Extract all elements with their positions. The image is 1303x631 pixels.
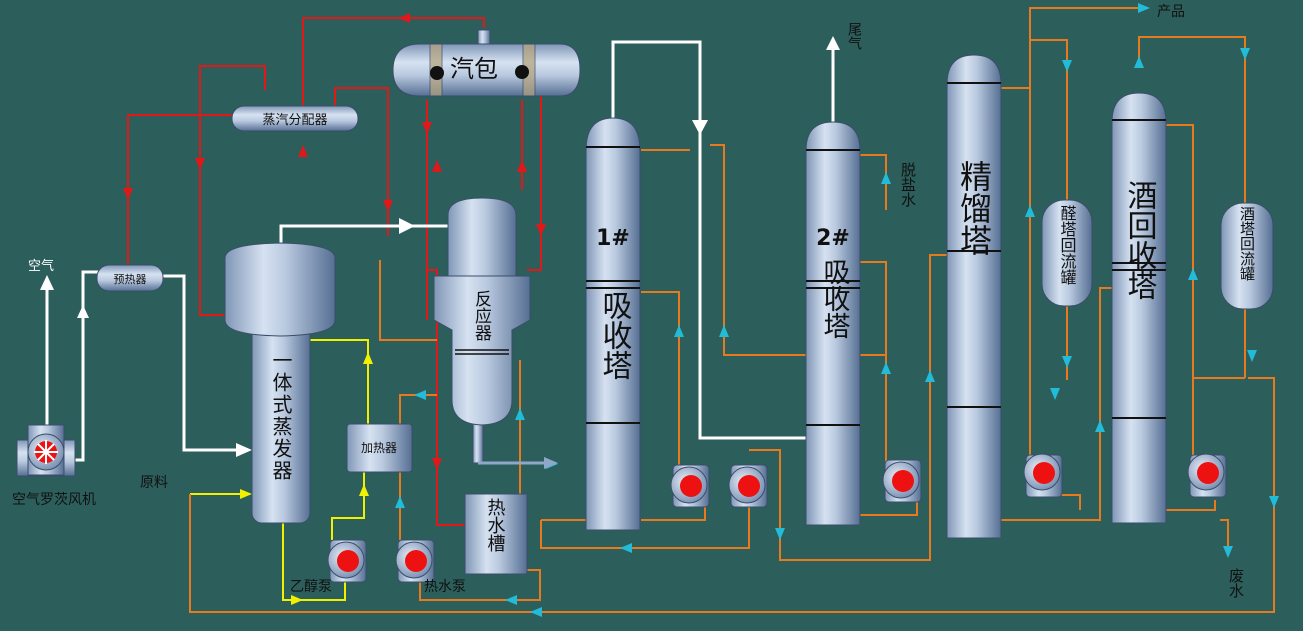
liquid-arrow bbox=[674, 325, 684, 337]
air-roots-blower[interactable] bbox=[16, 424, 76, 477]
reactor[interactable]: 反应器 bbox=[433, 197, 558, 469]
gas-arrow bbox=[692, 120, 708, 135]
liquid-arrow bbox=[1240, 48, 1250, 60]
gas-arrow bbox=[77, 305, 89, 318]
air-label: 空气 bbox=[28, 258, 54, 274]
liquid-arrow bbox=[515, 408, 525, 420]
hot-water-pump-label: 热水泵 bbox=[424, 579, 466, 595]
steam-arrow bbox=[123, 188, 133, 200]
preheater[interactable]: 预热器 bbox=[96, 264, 164, 292]
steam-arrow bbox=[398, 13, 410, 23]
absorber-2-label: 吸收塔 bbox=[819, 258, 851, 339]
liquid-arrow bbox=[414, 390, 426, 400]
steam-arrow bbox=[517, 160, 527, 172]
gas-arrow bbox=[236, 443, 252, 457]
liquid-arrow bbox=[719, 325, 729, 337]
recovery-reflux-pump[interactable] bbox=[1187, 453, 1227, 498]
heater[interactable]: 加热器 bbox=[346, 423, 413, 473]
absorber-1-number: 1# bbox=[596, 226, 630, 251]
steam-arrow bbox=[432, 160, 442, 172]
hot-water-tank[interactable]: 热水槽 bbox=[464, 493, 528, 575]
ethanol-arrow bbox=[359, 484, 369, 496]
rectification-tower-label: 精馏塔 bbox=[955, 160, 993, 256]
absorber-1[interactable]: 1# 吸收塔 bbox=[585, 117, 641, 531]
absorber-2-number: 2# bbox=[816, 226, 850, 251]
liquid-arrow bbox=[1138, 3, 1150, 13]
liquid-arrow bbox=[925, 370, 935, 382]
alcohol-recovery-tower-label: 酒回收塔 bbox=[1122, 180, 1157, 300]
gas-arrow bbox=[826, 36, 840, 50]
steam-arrow bbox=[383, 200, 393, 212]
liquid-arrow bbox=[1269, 496, 1279, 508]
liquid-arrow bbox=[505, 595, 517, 605]
process-gas-lines bbox=[45, 40, 835, 462]
liquid-arrow bbox=[881, 362, 891, 374]
evaporator-label: 一体式蒸发器 bbox=[269, 350, 293, 482]
liquid-arrow bbox=[775, 528, 785, 540]
steam-distributor[interactable]: 蒸汽分配器 bbox=[231, 105, 359, 132]
steam-arrow bbox=[536, 224, 546, 236]
alcohol-reflux-tank-label: 酒塔回流罐 bbox=[1238, 206, 1256, 281]
liquid-arrow bbox=[1134, 56, 1144, 68]
waste-water-label: 废水 bbox=[1227, 568, 1245, 598]
reactor-label: 反应器 bbox=[471, 290, 492, 341]
liquid-arrow bbox=[1095, 420, 1105, 432]
ethanol-pump[interactable] bbox=[327, 539, 367, 583]
tail-gas-label: 尾气 bbox=[846, 22, 862, 50]
aldehyde-reflux-tank-label: 醛塔回流罐 bbox=[1058, 205, 1077, 285]
absorber-2[interactable]: 2# 吸收塔 bbox=[805, 121, 861, 526]
product-label: 产品 bbox=[1157, 4, 1185, 20]
liquid-arrow bbox=[1050, 388, 1060, 400]
ethanol-arrow bbox=[240, 489, 252, 499]
absorber-1-pump[interactable] bbox=[670, 464, 710, 508]
integrated-evaporator[interactable]: 一体式蒸发器 bbox=[224, 242, 336, 524]
aldehyde-reflux-tank[interactable]: 醛塔回流罐 bbox=[1041, 199, 1093, 307]
ethanol-arrow bbox=[363, 352, 373, 364]
liquid-arrow bbox=[1223, 546, 1233, 558]
rectifier-reflux-pump[interactable] bbox=[1023, 453, 1063, 498]
liquid-lines bbox=[189, 7, 1275, 613]
steam-drum[interactable]: 汽包 bbox=[392, 29, 581, 97]
steam-arrow bbox=[422, 122, 432, 134]
steam-arrow bbox=[298, 145, 308, 157]
ethanol-arrow bbox=[291, 595, 303, 605]
liquid-arrow bbox=[620, 543, 632, 553]
gas-arrow bbox=[40, 275, 54, 290]
absorber-1-label: 吸收塔 bbox=[597, 290, 632, 380]
liquid-arrow bbox=[881, 172, 891, 184]
liquid-arrow bbox=[1025, 205, 1035, 217]
blower-label: 空气罗茨风机 bbox=[12, 492, 96, 508]
liquid-arrow bbox=[1188, 268, 1198, 280]
steam-distributor-label: 蒸汽分配器 bbox=[262, 113, 327, 128]
liquid-arrow bbox=[1062, 356, 1072, 368]
preheater-label: 预热器 bbox=[114, 273, 147, 286]
drum-label: 汽包 bbox=[450, 55, 498, 83]
gas-arrow bbox=[399, 218, 415, 234]
rectification-tower[interactable]: 精馏塔 bbox=[946, 54, 1002, 539]
hot-water-tank-label: 热水槽 bbox=[485, 498, 506, 552]
liquid-arrow bbox=[1062, 60, 1072, 72]
liquid-arrow bbox=[1247, 350, 1257, 362]
absorber-1-recycle-pump[interactable] bbox=[728, 464, 768, 508]
steam-arrow bbox=[432, 458, 442, 470]
arrows bbox=[40, 3, 1279, 617]
liquid-arrow bbox=[395, 496, 405, 508]
heater-label: 加热器 bbox=[361, 441, 397, 455]
alcohol-reflux-tank[interactable]: 酒塔回流罐 bbox=[1220, 202, 1274, 310]
ethanol-pump-label: 乙醇泵 bbox=[290, 578, 332, 595]
absorber-2-pump[interactable] bbox=[882, 459, 922, 503]
hot-water-pump[interactable] bbox=[395, 539, 435, 583]
alcohol-recovery-tower[interactable]: 酒回收塔 bbox=[1111, 92, 1167, 524]
feed-label: 原料 bbox=[140, 475, 168, 491]
liquid-arrow bbox=[530, 607, 542, 617]
demin-water-label: 脱盐水 bbox=[899, 162, 917, 207]
steam-arrow bbox=[195, 158, 205, 170]
